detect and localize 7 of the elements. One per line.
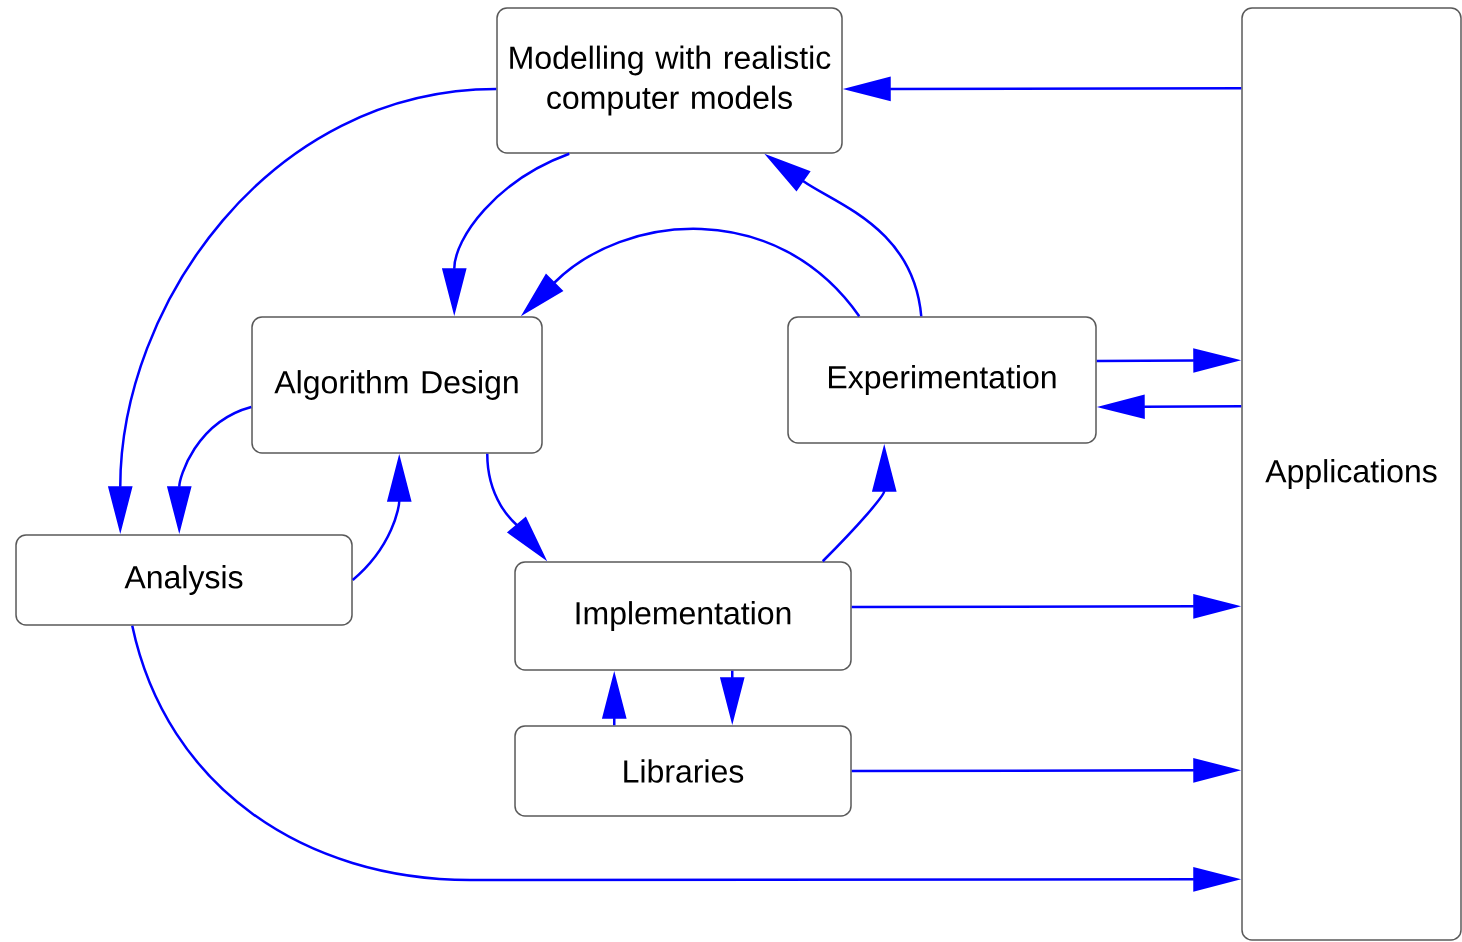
process-box: Analysis (15, 534, 353, 626)
process-box: Implementation (514, 561, 852, 671)
process-box: Algorithm Design (251, 316, 543, 454)
process-box: Applications (1241, 7, 1462, 941)
process-box: Modelling with realistic computer models (496, 7, 843, 154)
process-box: Libraries (514, 725, 852, 817)
process-box: Experimentation (787, 316, 1097, 444)
